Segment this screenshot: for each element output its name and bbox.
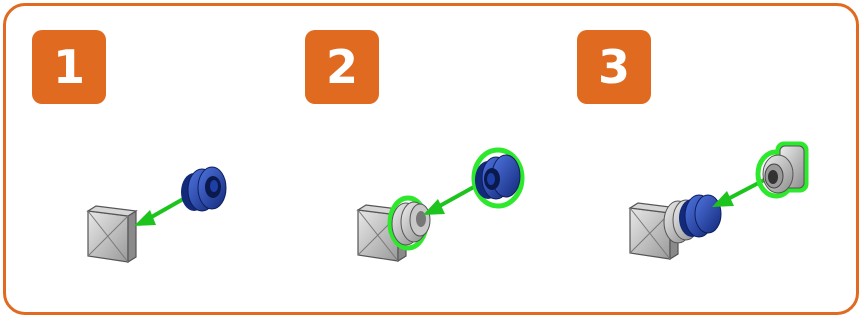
blue-connector-part <box>181 166 227 212</box>
gray-coupling-part <box>387 195 431 251</box>
step-1-illustration <box>86 166 227 264</box>
blue-connector-part <box>471 147 525 209</box>
step-1-badge: 1 <box>32 30 106 104</box>
square-base-part <box>86 205 138 264</box>
step-3-illustration <box>628 141 809 261</box>
step-3-badge: 3 <box>577 30 651 104</box>
instruction-frame <box>3 3 859 315</box>
blue-connector-part <box>679 194 722 238</box>
step-2-illustration <box>356 147 525 263</box>
step-2-badge: 2 <box>305 30 379 104</box>
insert-arrow <box>423 181 482 215</box>
gray-cap-part <box>755 141 809 199</box>
